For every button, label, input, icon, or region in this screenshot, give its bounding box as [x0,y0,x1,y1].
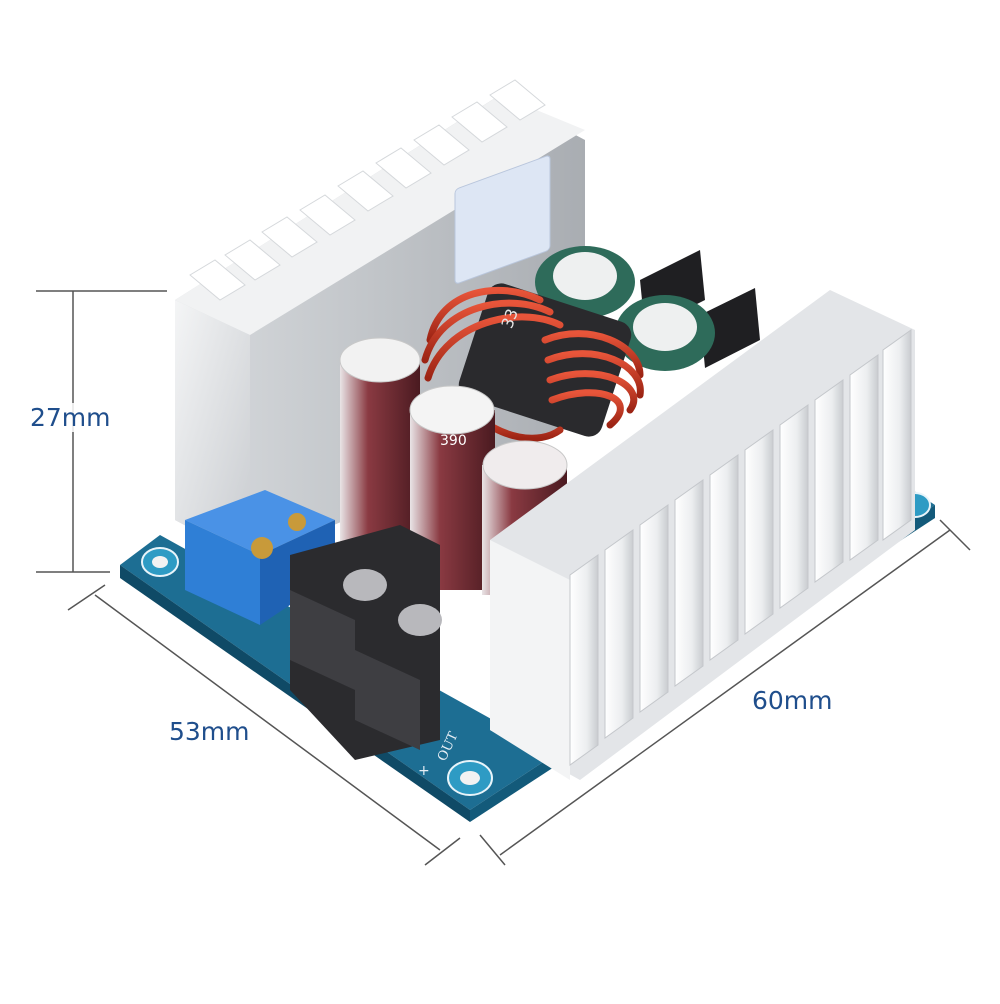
width-dimension-label: 60mm [750,686,835,715]
svg-text:390: 390 [440,433,467,449]
screw-terminal[interactable] [290,525,442,760]
silkscreen-plus: + [418,763,430,779]
dimension-lines [36,290,971,866]
depth-dimension-label: 53mm [167,717,252,746]
small-capacitors [535,246,715,371]
heatsink-right [490,290,915,780]
height-dimension-label: 27mm [28,403,113,432]
inductor-coil: 33 [421,283,644,442]
